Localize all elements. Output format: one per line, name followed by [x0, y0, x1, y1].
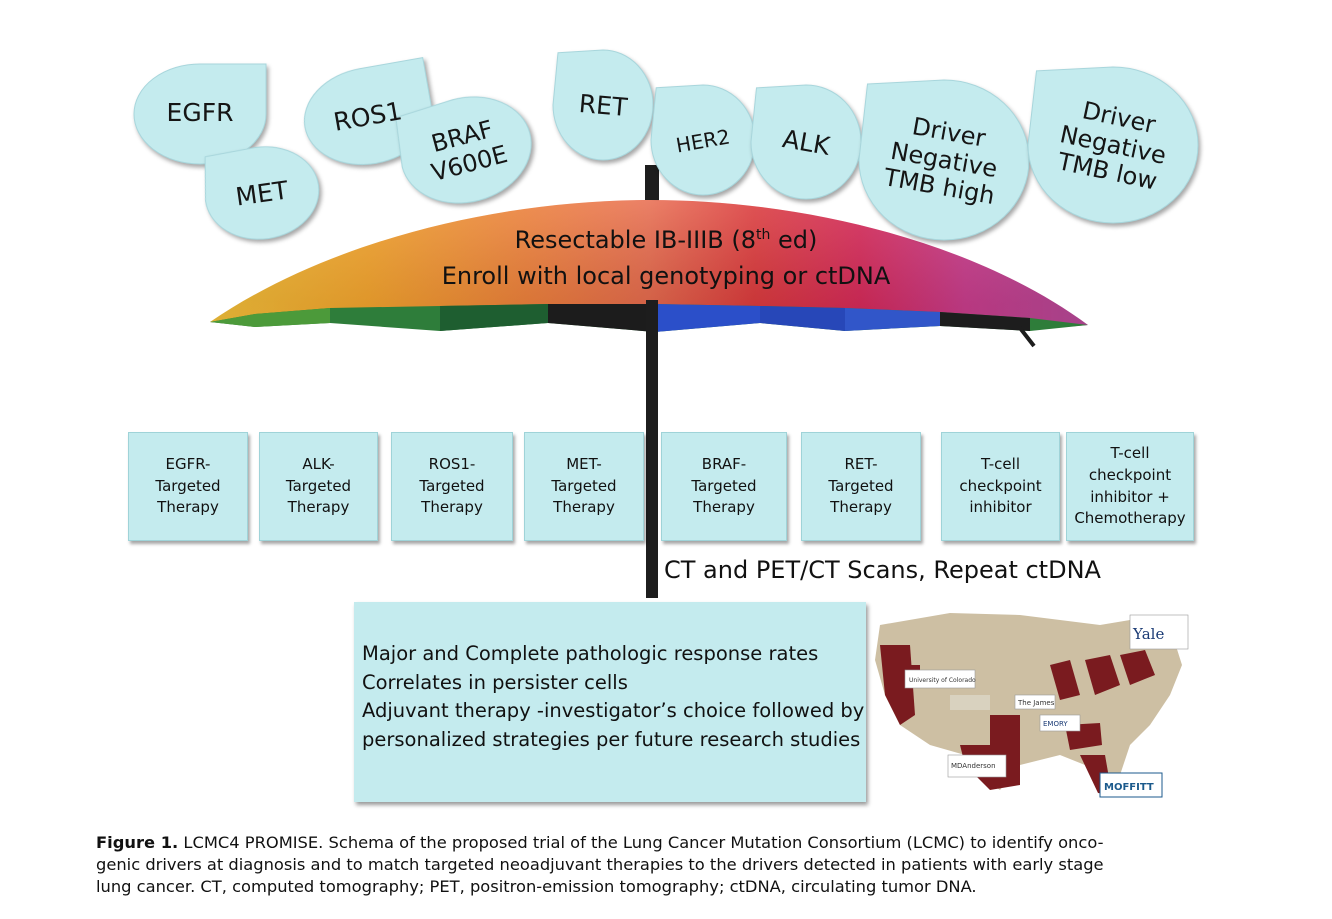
map-label-ucolorado: University of Colorado	[909, 677, 976, 684]
therapy-label: BRAF- Targeted Therapy	[691, 454, 757, 517]
drops-svg	[133, 49, 1199, 241]
therapy-box: T-cell checkpoint inhibitor + Chemothera…	[1066, 432, 1194, 541]
therapy-box: MET- Targeted Therapy	[524, 432, 644, 541]
caption-label: Figure 1.	[96, 833, 179, 852]
figure-caption: Figure 1. LCMC4 PROMISE. Schema of the p…	[96, 832, 1246, 898]
us-map: University of Colorado Yale MOFFITT MDAn…	[875, 613, 1189, 798]
driver-drop-shape	[395, 96, 532, 204]
therapy-box: BRAF- Targeted Therapy	[661, 432, 787, 541]
umbrella-shaft	[646, 300, 658, 598]
umbrella-subtitle: Enroll with local genotyping or ctDNA	[441, 262, 891, 290]
driver-drop-shape	[858, 79, 1030, 241]
therapy-label: ALK- Targeted Therapy	[285, 454, 352, 517]
outcome-line: Adjuvant therapy -investigator’s choice …	[362, 699, 865, 722]
map-label-emory: EMORY	[1043, 720, 1068, 728]
therapy-box: ALK- Targeted Therapy	[259, 432, 378, 541]
therapy-label: MET- Targeted Therapy	[551, 454, 617, 517]
therapy-label: EGFR- Targeted Therapy	[155, 454, 221, 517]
outcomes-box: Major and Complete pathologic response r…	[354, 602, 866, 802]
therapy-box: T-cell checkpoint inhibitor	[941, 432, 1060, 541]
therapy-box: ROS1- Targeted Therapy	[391, 432, 513, 541]
driver-drop-shape	[750, 84, 862, 200]
map-label-mdanderson: MDAnderson	[951, 762, 996, 770]
driver-drop-shape	[1027, 66, 1199, 224]
therapy-label: T-cell checkpoint inhibitor	[959, 454, 1042, 517]
outcome-line: Major and Complete pathologic response r…	[362, 642, 819, 665]
therapy-label: RET- Targeted Therapy	[828, 454, 894, 517]
therapy-label: ROS1- Targeted Therapy	[419, 454, 485, 517]
map-label-thejames: The James	[1017, 699, 1055, 707]
caption-text: LCMC4 PROMISE. Schema of the proposed tr…	[96, 833, 1104, 896]
therapy-label: T-cell checkpoint inhibitor + Chemothera…	[1074, 444, 1186, 528]
map-label-moffitt: MOFFITT	[1104, 782, 1154, 793]
outcome-line: personalized strategies per future resea…	[362, 727, 861, 751]
outcome-line: Correlates in persister cells	[362, 670, 628, 694]
driver-drop-shape	[552, 49, 654, 161]
driver-drop-shape	[650, 84, 756, 196]
map-label-yale: Yale	[1132, 625, 1164, 643]
umbrella-title: Resectable IB-IIIB (8th ed)	[514, 226, 818, 254]
driver-drop-shape	[204, 146, 320, 240]
therapy-box: RET- Targeted Therapy	[801, 432, 921, 541]
driver-drop-shape	[133, 63, 267, 165]
driver-drop-label: EGFR	[166, 98, 234, 127]
therapy-box: EGFR- Targeted Therapy	[128, 432, 248, 541]
outcomes-list: Major and Complete pathologic response r…	[362, 640, 864, 754]
scans-label: CT and PET/CT Scans, Repeat ctDNA	[664, 556, 1101, 584]
